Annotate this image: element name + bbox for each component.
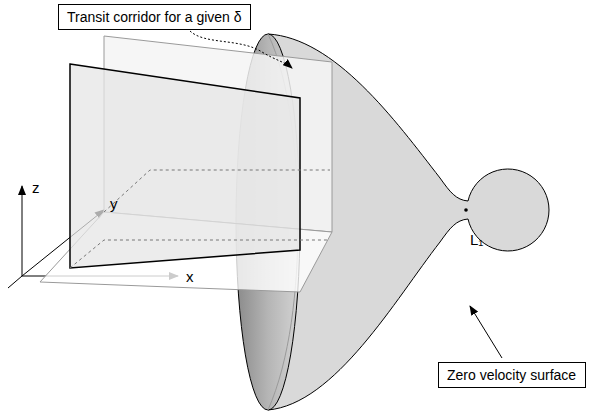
- axis-label: z: [32, 180, 40, 195]
- point-label: L₁: [470, 232, 483, 247]
- axis-label: y: [110, 196, 118, 211]
- callout-box: Transit corridor for a given δ: [58, 4, 251, 30]
- leader-arrow: [470, 306, 502, 358]
- callout-text: Zero velocity surface: [447, 367, 576, 383]
- l1-point: [464, 208, 468, 212]
- callout-text: Transit corridor for a given δ: [67, 9, 242, 25]
- leader-line: [190, 31, 292, 68]
- callout-box: Zero velocity surface: [438, 362, 586, 388]
- axis-label: x: [186, 269, 194, 284]
- transit-corridor: [40, 36, 332, 292]
